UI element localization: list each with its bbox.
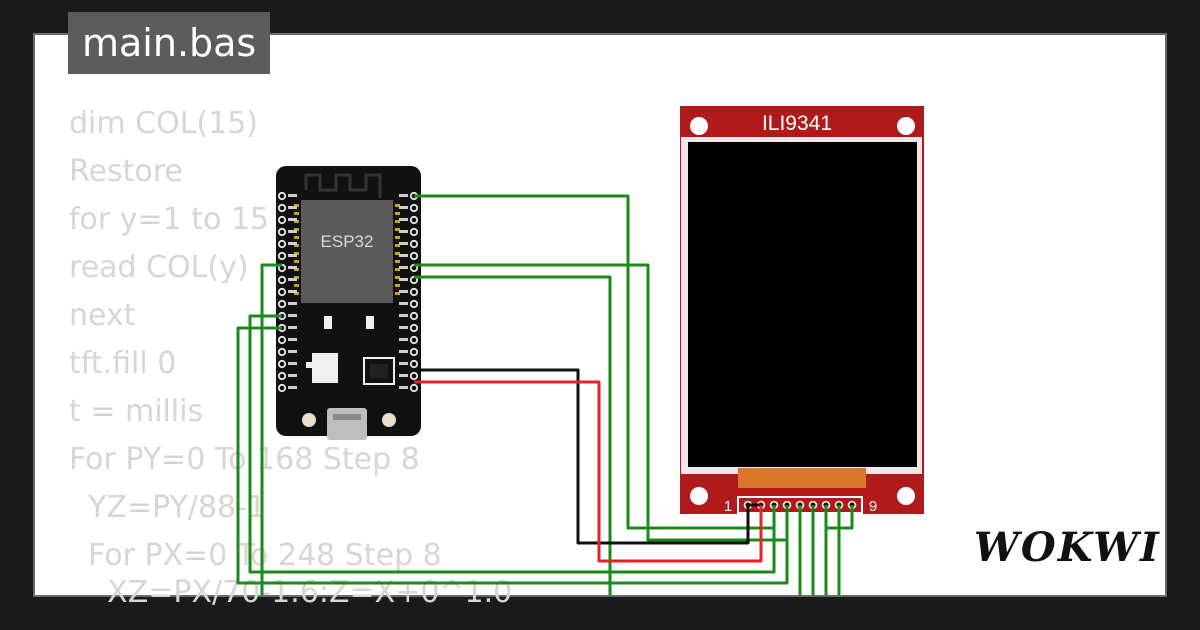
wire[interactable] (414, 380, 763, 563)
pin-label-first: 1 (724, 498, 732, 515)
display-ribbon (738, 468, 866, 488)
code-line: YZ=PY/88-1 (69, 490, 267, 525)
wire[interactable] (248, 314, 776, 574)
code-line: Restore (69, 154, 183, 189)
display-screen (688, 142, 917, 467)
display-title: ILI9341 (762, 112, 832, 135)
code-line: read COL(y) (69, 250, 249, 285)
code-line: next (69, 298, 136, 333)
pin-label-last: 9 (869, 498, 877, 515)
wire[interactable] (236, 326, 789, 585)
code-line: For PY=0 To 168 Step 8 (69, 442, 420, 477)
esp32-module (301, 200, 393, 303)
esp32-board[interactable]: ESP32 (276, 166, 421, 440)
file-tab[interactable]: main.bas (68, 12, 271, 74)
code-line: for y=1 to 15 (69, 202, 270, 237)
esp32-label: ESP32 (321, 232, 374, 251)
code-line: t = millis (69, 394, 204, 429)
wokwi-logo: WOKWI (974, 524, 1161, 571)
code-line: dim COL(15) (69, 106, 258, 141)
wire[interactable] (414, 275, 612, 630)
code-line: tft.fill 0 (69, 346, 177, 381)
wire[interactable] (414, 368, 750, 545)
wire[interactable] (826, 505, 854, 530)
wire[interactable] (260, 263, 282, 630)
ili9341-display[interactable]: ILI9341 1 9 (680, 106, 924, 515)
